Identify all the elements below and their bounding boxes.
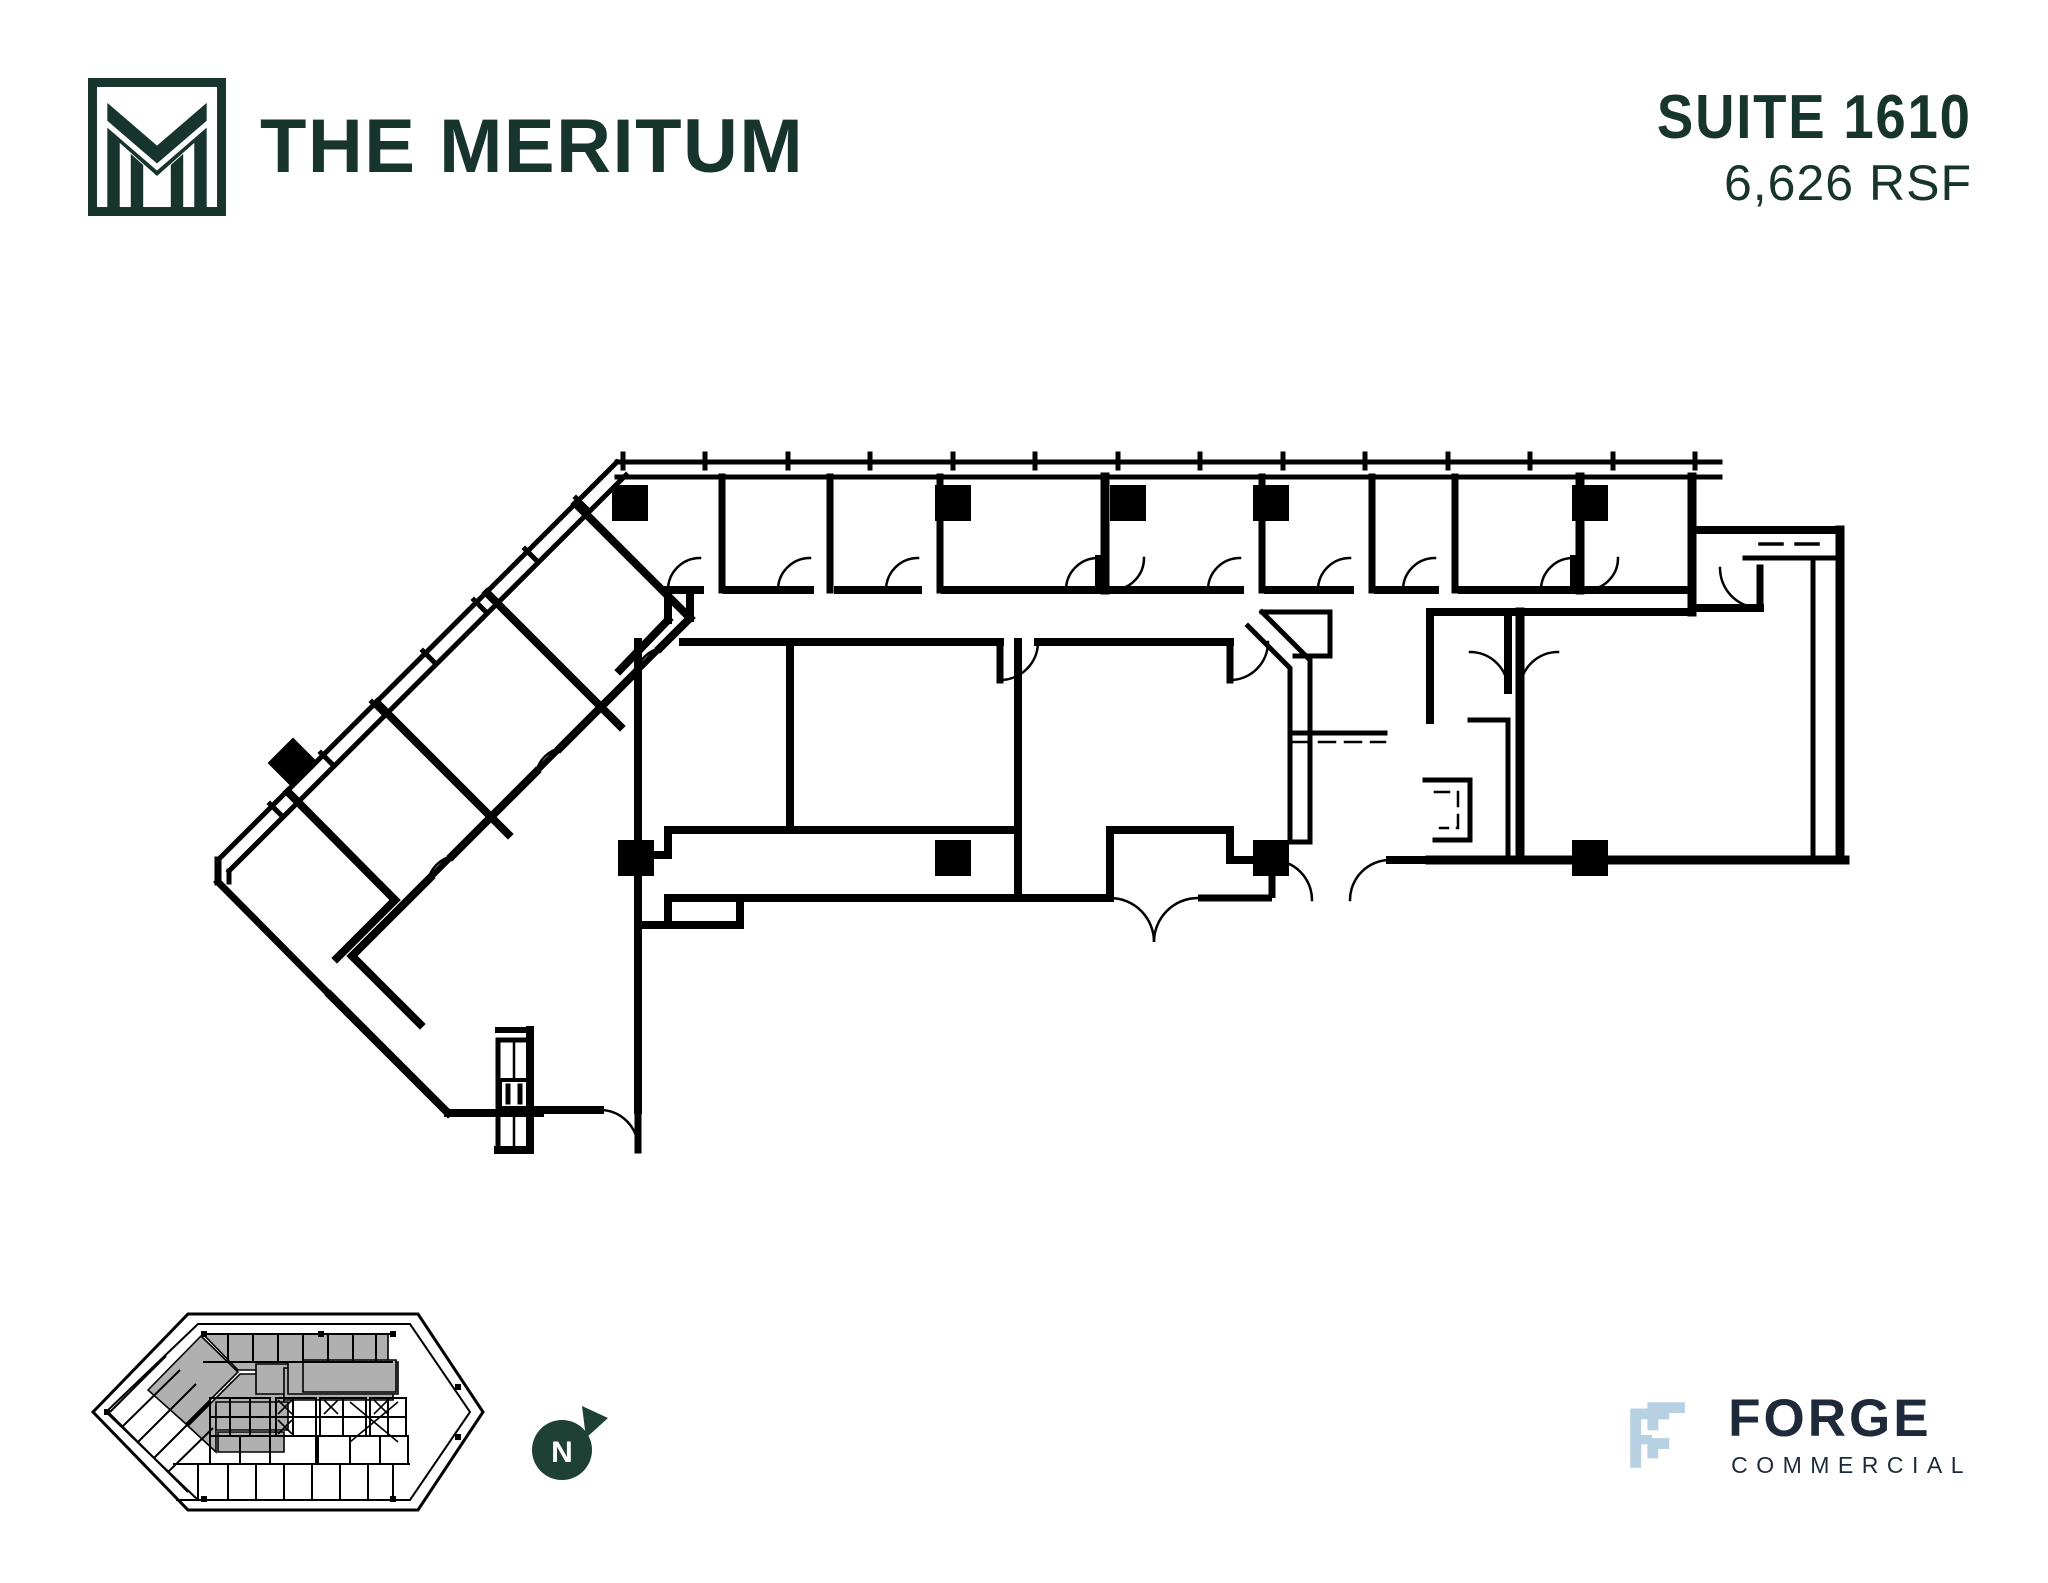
- suite-info: SUITE 1610 6,626 RSF: [1614, 86, 1972, 213]
- storage-closet-shaft: [495, 1037, 533, 1153]
- building-name: THE MERITUM: [260, 104, 805, 189]
- page-footer: N FORGE COMMERCIAL: [0, 1280, 2048, 1583]
- building-brand: THE MERITUM: [88, 78, 804, 216]
- double-door-swing: [1109, 896, 1199, 943]
- curtain-wall-mullions: [620, 451, 1698, 471]
- suite-area: 6,626 RSF: [1723, 155, 1972, 212]
- structural-columns: [267, 485, 1608, 876]
- broker-name: FORGE: [1728, 1389, 1932, 1448]
- suite-1610-floor-plan: [213, 451, 1850, 1154]
- door-swing-arcs-north: [666, 556, 1620, 592]
- broker-wordmark: FORGE COMMERCIAL: [1728, 1392, 1972, 1477]
- suite-number: SUITE 1610: [1657, 83, 1972, 152]
- north-arrow-pointer: [582, 1406, 608, 1438]
- north-arrow: N: [520, 1398, 630, 1488]
- broker-logo: FORGE COMMERCIAL: [1624, 1392, 1972, 1477]
- break-room-casework: [1244, 608, 1388, 845]
- office-door-leaves-north: [719, 555, 1576, 593]
- meritum-m-monogram-icon: [88, 78, 226, 216]
- north-arrow-label: N: [551, 1436, 573, 1469]
- page-header: THE MERITUM SUITE 1610 6,626 RSF: [0, 0, 2048, 250]
- east-room-casework: [1422, 777, 1473, 843]
- building-key-plan: [88, 1302, 488, 1522]
- north-arrow-circle: [532, 1420, 592, 1480]
- broker-subtitle: COMMERCIAL: [1731, 1452, 1972, 1478]
- forge-f-mark-icon: [1630, 1401, 1685, 1468]
- floor-plan-container: [0, 430, 2048, 1250]
